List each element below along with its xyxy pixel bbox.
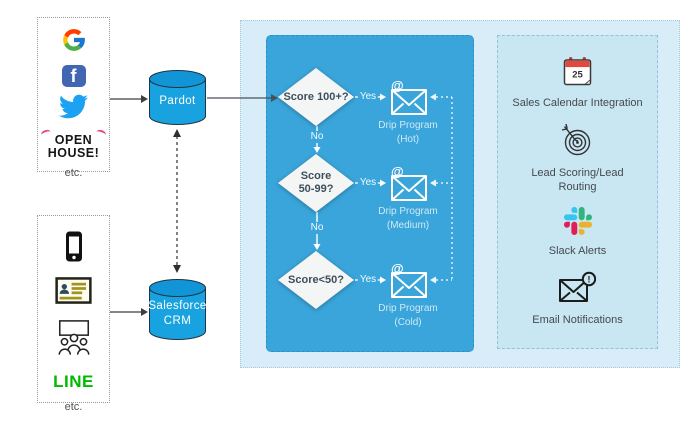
decision-score-100-plus: Score 100+? (278, 68, 354, 126)
program-name: Drip Program (378, 206, 438, 217)
alert-glyph: ! (588, 274, 591, 284)
online-etc-label: etc. (64, 167, 83, 180)
salesforce-crm-database: Salesforce CRM (148, 278, 207, 341)
facebook-glyph: f (70, 66, 77, 86)
integration-email-notifications: ! Email Notifications (532, 271, 623, 328)
drip-program-cold-label: Drip Program (Cold) (366, 302, 450, 329)
phone-icon (61, 230, 87, 268)
program-name: Drip Program (378, 303, 438, 314)
decision-score-below-50: Score<50? (278, 251, 354, 309)
slack-icon (563, 207, 592, 240)
yes-label: Yes (357, 91, 379, 103)
no-label: No (308, 222, 326, 234)
email-alert-icon: ! (558, 271, 597, 309)
decision-score-50-99: Score 50-99? (278, 154, 354, 212)
integration-label: Email Notifications (532, 314, 623, 326)
pardot-database: Pardot (148, 69, 207, 126)
pardot-label: Pardot (159, 95, 196, 108)
line-logo: LINE (53, 372, 94, 391)
program-tier: (Cold) (394, 316, 422, 328)
drip-program-medium-label: Drip Program (Medium) (366, 205, 450, 232)
no-label: No (308, 131, 326, 143)
open-house-line1: OPEN (54, 133, 93, 147)
calendar-day: 25 (572, 70, 583, 81)
yes-label: Yes (357, 177, 379, 189)
decision-question: Score 50-99? (298, 170, 334, 195)
facebook-icon: f (61, 65, 86, 87)
salesforce-label: Salesforce CRM (148, 300, 207, 327)
online-sources-panel: f OPEN HOUSE! etc. (37, 17, 110, 179)
drip-email-cold-icon: @ (387, 260, 431, 300)
integration-lead-scoring: Lead Scoring/Lead Routing (531, 123, 624, 195)
integration-label: Slack Alerts (548, 245, 607, 257)
lead-target-icon (560, 123, 594, 162)
meeting-people-icon (55, 318, 93, 363)
open-house-logo: OPEN HOUSE! (39, 128, 108, 161)
calendar-icon: 25 (561, 56, 594, 92)
open-house-line2: HOUSE! (47, 146, 100, 161)
integration-label: Lead Scoring/Lead Routing (531, 167, 624, 193)
decision-question: Score 100+? (283, 90, 349, 103)
integration-label: Sales Calendar Integration (512, 97, 643, 110)
google-icon (61, 27, 87, 58)
offline-sources-panel: LINE etc. (37, 215, 110, 413)
drip-email-medium-icon: @ (387, 163, 431, 203)
decision-question: Score<50? (288, 273, 344, 286)
yes-label: Yes (357, 274, 379, 286)
program-tier: (Medium) (386, 219, 430, 231)
program-name: Drip Program (378, 120, 438, 131)
drip-program-hot-label: Drip Program (Hot) (366, 119, 450, 146)
integrations-panel: 25 Sales Calendar Integration (497, 35, 658, 349)
program-tier: (Hot) (396, 133, 420, 145)
drip-email-hot-icon: @ (387, 77, 431, 117)
twitter-icon (59, 94, 88, 124)
integration-sales-calendar: 25 Sales Calendar Integration (512, 56, 643, 111)
integration-slack: Slack Alerts (549, 207, 606, 259)
offline-etc-label: etc. (64, 401, 83, 413)
business-card-icon (55, 277, 92, 309)
